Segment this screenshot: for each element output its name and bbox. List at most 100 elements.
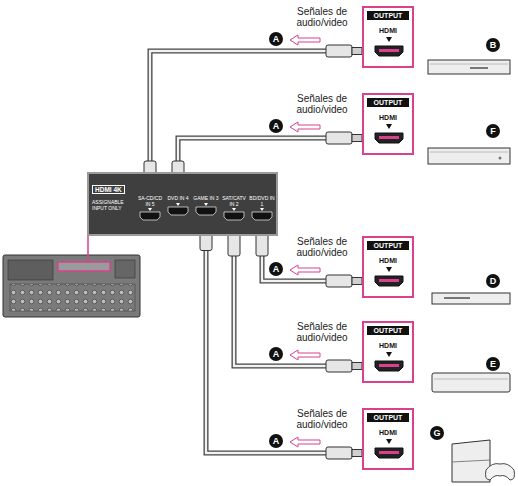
signal-heading: Señales de audio/video (289, 93, 355, 115)
panel-title: HDMI 4K (92, 185, 125, 194)
port-name: HDMI (367, 342, 409, 349)
port-name: HDMI (367, 27, 409, 34)
socket-triangle (260, 208, 264, 211)
device-letter: G (430, 426, 444, 440)
socket-triangle (386, 37, 392, 42)
disc-player-body (432, 293, 510, 304)
highlight-leader (87, 236, 89, 262)
plug-body (326, 275, 352, 287)
socket-shape (224, 212, 244, 220)
input-socket (137, 207, 163, 221)
hdmi-input-port: GAME IN 3 (193, 196, 219, 216)
signal-arrow (290, 350, 320, 360)
device-d (432, 293, 510, 304)
port-label: BD/DVD IN 1 (249, 196, 275, 207)
socket-pins (379, 136, 399, 139)
socket-triangle (386, 439, 392, 444)
socket-shape (375, 133, 403, 143)
player-edge (430, 64, 508, 65)
signal-heading: Señales de audio/video (289, 408, 355, 430)
device-letter: E (486, 357, 500, 371)
console-body (452, 440, 490, 482)
hdmi-output-box: Señales de audio/videoOUTPUTHDMI (362, 321, 414, 383)
box-edge (434, 379, 508, 380)
output-tag: OUTPUT (367, 98, 409, 107)
hdmi-cable (200, 216, 362, 460)
hdmi-highlight (58, 262, 110, 271)
port-name: HDMI (367, 114, 409, 121)
hdmi-output-box: Señales de audio/videoOUTPUTHDMI (362, 236, 414, 298)
receiver-terminals (10, 284, 135, 311)
panel-title-column: HDMI 4K ASSIGNABLE INPUT ONLY (92, 178, 136, 211)
output-tag: OUTPUT (367, 11, 409, 20)
player-slot (470, 67, 488, 69)
port-name: HDMI (367, 257, 409, 264)
output-tag: OUTPUT (367, 326, 409, 335)
hdmi-socket (367, 264, 411, 294)
cable-outline (234, 221, 362, 366)
signal-heading: Señales de audio/video (289, 6, 355, 28)
hdmi-socket (367, 121, 411, 151)
tuner-led (499, 157, 502, 160)
hdmi-input-port: SA-CD/CD IN 5 (137, 196, 163, 221)
input-socket (249, 207, 275, 221)
socket-triangle (232, 208, 236, 211)
socket-pins (379, 451, 399, 454)
panel-note: ASSIGNABLE INPUT ONLY (92, 199, 136, 211)
plug-tip (352, 278, 362, 285)
hdmi-socket (367, 34, 411, 64)
hdmi-cable (228, 221, 362, 372)
signal-arrow (290, 122, 320, 132)
tuner-body (428, 148, 510, 164)
socket-shape (375, 361, 403, 371)
hdmi-input-port: BD/DVD IN 1 (249, 196, 275, 221)
socket-triangle (204, 203, 208, 206)
plug-body (326, 45, 352, 57)
receiver-fan (8, 260, 53, 280)
plug-tip (352, 135, 362, 142)
socket-shape (168, 207, 188, 215)
receiver-body (3, 255, 140, 317)
port-label: SA-CD/CD IN 5 (137, 196, 163, 207)
plug-body (326, 447, 352, 459)
device-letter: F (486, 124, 500, 138)
plug-tip (352, 48, 362, 55)
input-socket (165, 202, 191, 216)
port-name: HDMI (367, 429, 409, 436)
input-socket (193, 202, 219, 216)
socket-shape (375, 276, 403, 286)
cable-core (206, 216, 362, 454)
cable-core (234, 221, 362, 366)
callout-letter: A (269, 262, 283, 276)
port-label: DVD IN 4 (165, 196, 191, 202)
hdmi-output-box: Señales de audio/videoOUTPUTHDMI (362, 6, 414, 68)
box-body (432, 373, 510, 392)
callout-letter: A (269, 119, 283, 133)
device-e (432, 373, 510, 392)
hdmi-input-port: DVD IN 4 (165, 196, 191, 216)
plug-body (228, 234, 240, 256)
socket-pins (379, 279, 399, 282)
signal-arrow (290, 437, 320, 447)
cable-outline (206, 216, 362, 454)
device-b (428, 60, 510, 74)
input-socket (221, 207, 247, 221)
signal-arrow (290, 265, 320, 275)
socket-shape (375, 448, 403, 458)
output-tag: OUTPUT (367, 241, 409, 250)
plug-tip (352, 363, 362, 370)
callout-letter: A (269, 347, 283, 361)
socket-triangle (148, 208, 152, 211)
player-body (428, 60, 510, 74)
signal-heading: Señales de audio/video (289, 321, 355, 343)
socket-shape (140, 212, 160, 220)
hdmi-input-port: SAT/CATV IN 2 (221, 196, 247, 221)
signal-arrow (290, 35, 320, 45)
plug-body (326, 360, 352, 372)
callout-letter: A (269, 32, 283, 46)
signal-heading: Señales de audio/video (289, 236, 355, 258)
